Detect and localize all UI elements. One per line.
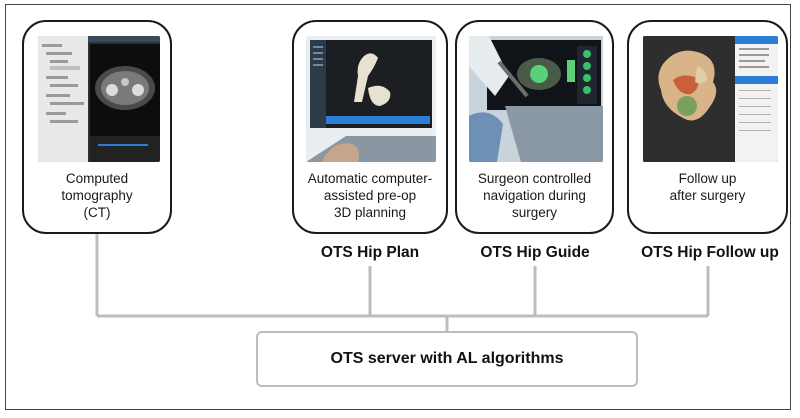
- label-plan: OTS Hip Plan: [320, 244, 420, 261]
- diagram-frame: [5, 4, 791, 410]
- label-guide: OTS Hip Guide: [480, 244, 590, 261]
- label-followup: OTS Hip Follow up: [641, 244, 779, 261]
- module-card-guide: Surgeon controlled navigation during sur…: [455, 20, 614, 234]
- plan-screenshot: [306, 36, 436, 162]
- server-box: OTS server with AL algorithms: [256, 331, 638, 387]
- guide-caption: Surgeon controlled navigation during sur…: [477, 171, 592, 220]
- followup-screenshot: [643, 36, 778, 162]
- followup-caption: Follow up after surgery: [669, 171, 746, 203]
- guide-screenshot: [469, 36, 603, 162]
- plan-caption: Automatic computer- assisted pre-op 3D p…: [307, 171, 433, 220]
- server-label: OTS server with AL algorithms: [330, 350, 564, 367]
- module-card-plan: Automatic computer- assisted pre-op 3D p…: [292, 20, 448, 234]
- ct-caption: Computed tomography (CT): [61, 171, 133, 220]
- module-card-ct: Computed tomography (CT): [22, 20, 172, 234]
- module-card-followup: Follow up after surgery: [627, 20, 788, 234]
- ct-screenshot: [38, 36, 160, 162]
